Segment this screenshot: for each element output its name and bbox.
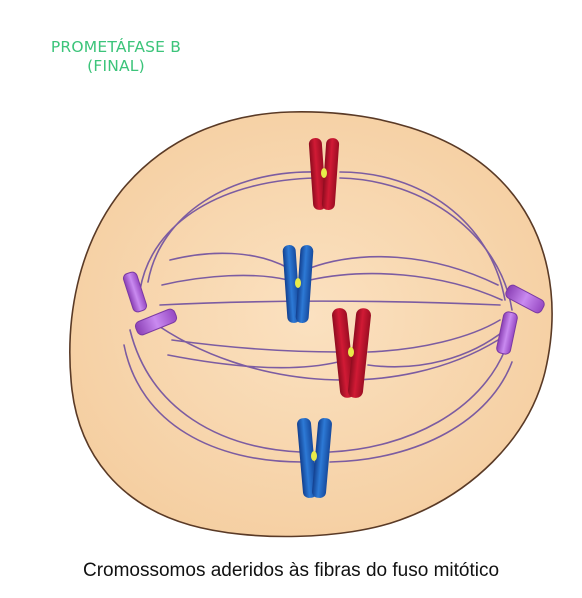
spindle-fiber (129, 329, 301, 453)
spindle-fiber (147, 171, 317, 283)
stage-title-line-2: (FINAL) (87, 57, 145, 75)
spindle-fiber (167, 354, 339, 369)
spindle-fiber (339, 177, 513, 311)
spindle-fiber (329, 349, 506, 453)
kinetochore (321, 168, 327, 178)
cell-membrane (69, 111, 553, 538)
kinetochore (311, 451, 317, 461)
spindle-fiber (339, 171, 506, 301)
centrosome-right (496, 284, 545, 355)
chromosome-red-top (308, 138, 340, 210)
spindle-fiber (139, 177, 317, 291)
spindle-fiber (367, 329, 506, 368)
spindle-fiber (329, 361, 513, 463)
spindle-fibers (123, 171, 513, 463)
spindle-fiber (309, 272, 503, 301)
stage-title-line-1: PROMETÁFASE B (50, 38, 182, 56)
spindle-fiber (171, 339, 341, 353)
kinetochore (295, 278, 301, 288)
figure-caption: Cromossomos aderidos às fibras do fuso m… (82, 560, 500, 581)
spindle-fiber (161, 274, 289, 286)
spindle-fiber (169, 252, 289, 269)
spindle-fiber (159, 300, 501, 306)
chromosome-blue-upper (282, 245, 314, 323)
kinetochore (348, 347, 354, 357)
spindle-fiber (367, 319, 501, 353)
spindle-fiber (123, 344, 303, 463)
stage-title: PROMETÁFASE B (FINAL) (0, 38, 232, 76)
centrosome-left (122, 271, 178, 336)
chromosome-red-middle (332, 308, 371, 398)
spindle-fiber (149, 319, 499, 381)
chromosome-blue-bottom (297, 418, 332, 498)
spindle-fiber (309, 255, 499, 286)
